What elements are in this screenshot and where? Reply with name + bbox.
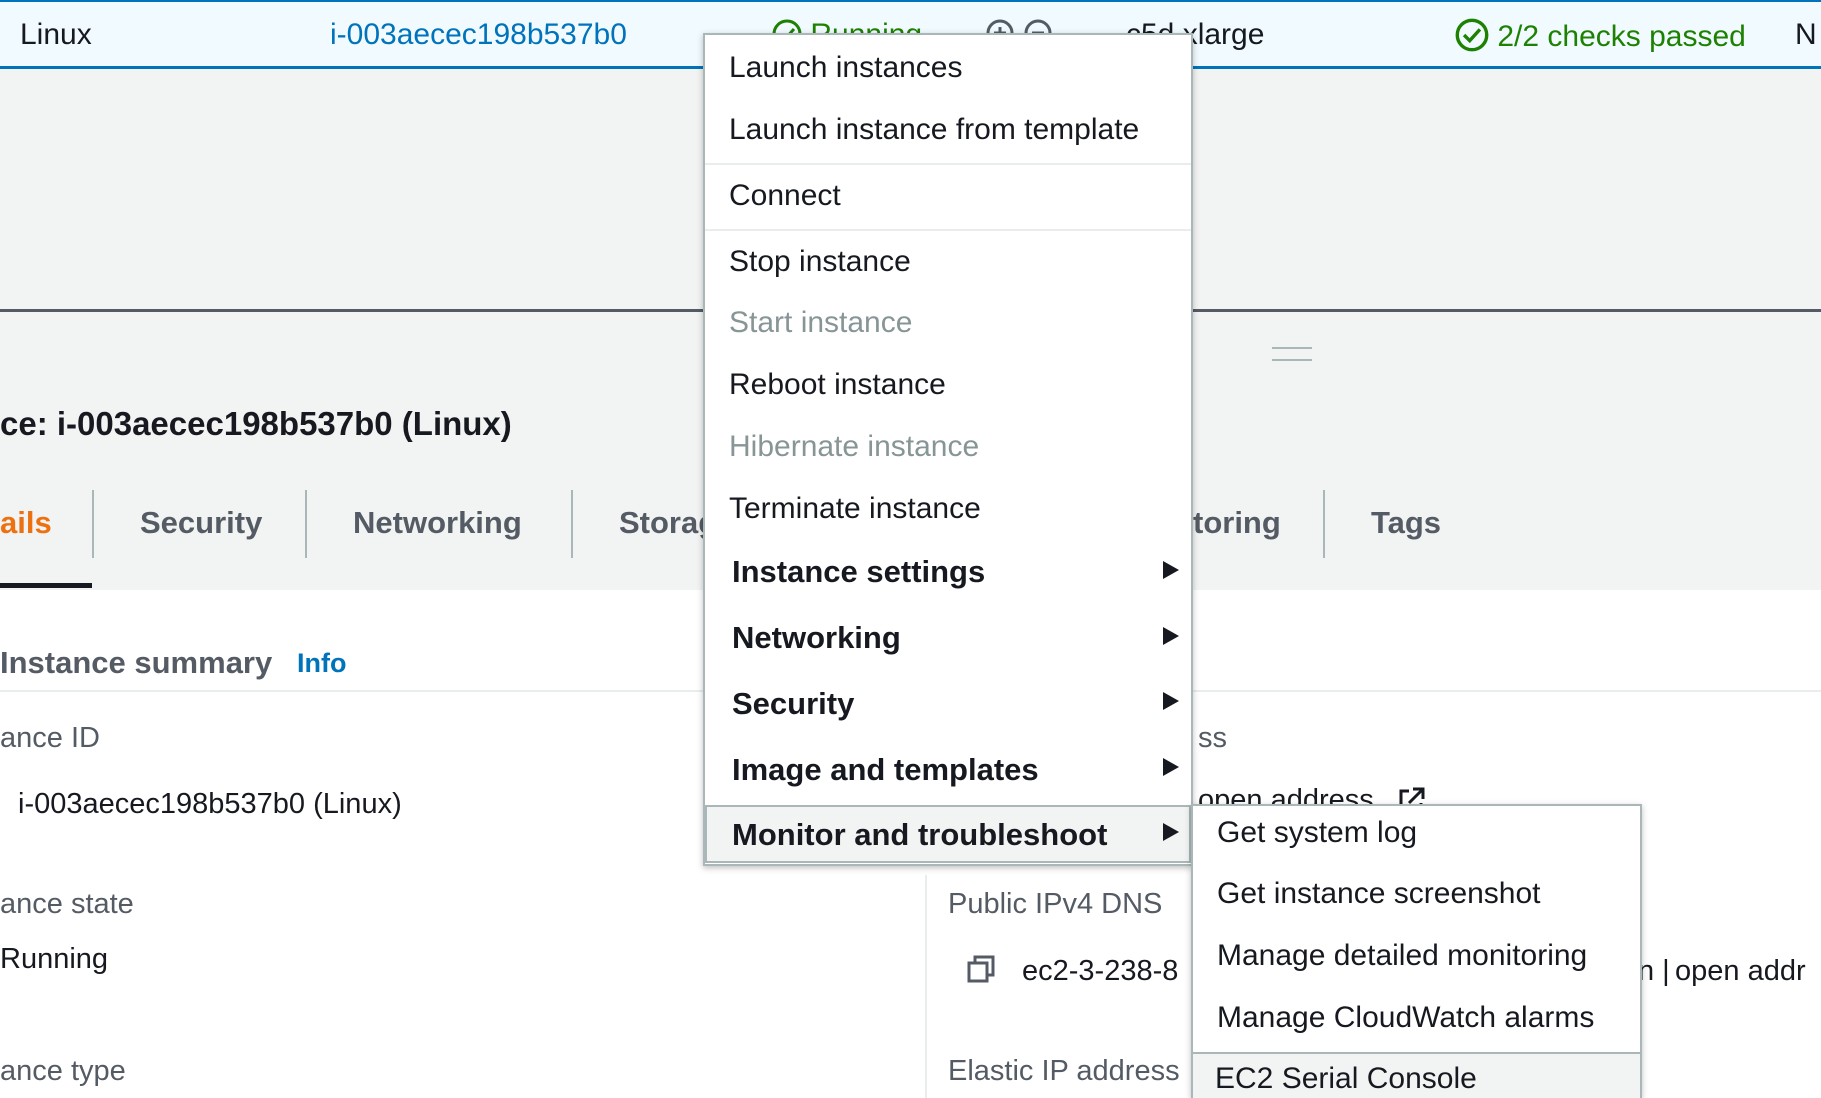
tab-tags[interactable]: Tags <box>1371 505 1442 540</box>
active-tab-indicator <box>0 583 92 588</box>
menu-divider <box>705 163 1191 165</box>
submenu-arrow-icon <box>1163 627 1179 645</box>
public-dns-label: Public IPv4 DNS <box>948 888 1163 920</box>
instance-state-value: Running <box>0 943 109 975</box>
split-panel-drag-handle[interactable] <box>1272 347 1312 361</box>
tab-divider <box>571 490 573 558</box>
tab-networking[interactable]: Networking <box>353 505 522 540</box>
submenu-item-manage-cloudwatch-alarms[interactable]: Manage CloudWatch alarms <box>1217 1001 1595 1034</box>
details-panel-title: ce: i-003aecec198b537b0 (Linux) <box>0 405 512 442</box>
menu-item-launch-instances[interactable]: Launch instances <box>729 51 963 84</box>
menu-item-monitor-and-troubleshoot[interactable]: Monitor and troubleshoot <box>705 805 1191 863</box>
menu-item-start-instance: Start instance <box>729 306 913 339</box>
menu-item-terminate-instance[interactable]: Terminate instance <box>729 492 981 525</box>
menu-item-stop-instance[interactable]: Stop instance <box>729 245 911 278</box>
column-divider <box>925 875 927 1098</box>
submenu-item-get-system-log[interactable]: Get system log <box>1217 816 1418 849</box>
submenu-item-ec2-serial-console[interactable]: EC2 Serial Console <box>1191 1052 1642 1098</box>
submenu-arrow-icon <box>1163 823 1179 841</box>
instance-summary-heading: Instance summary <box>0 645 273 680</box>
submenu-item-get-instance-screenshot[interactable]: Get instance screenshot <box>1217 877 1541 910</box>
menu-item-instance-settings[interactable]: Instance settings <box>732 554 986 589</box>
check-circle-icon <box>1455 18 1489 52</box>
public-ip-label: ss <box>1198 722 1227 754</box>
submenu-arrow-icon <box>1163 758 1179 776</box>
tab-divider <box>305 490 307 558</box>
tab-monitoring[interactable]: toring <box>1193 505 1281 540</box>
tab-details[interactable]: ails <box>0 505 52 540</box>
instance-id-value: i-003aecec198b537b0 (Linux) <box>18 788 402 820</box>
status-check-text: 2/2 checks passed <box>1497 20 1746 53</box>
instance-id-link[interactable]: i-003aecec198b537b0 <box>330 18 627 51</box>
submenu-arrow-icon <box>1163 692 1179 710</box>
elastic-ip-label: Elastic IP address <box>948 1055 1180 1087</box>
submenu-item-ec2-serial-console-label: EC2 Serial Console <box>1215 1062 1477 1095</box>
tab-storage[interactable]: Storag <box>619 505 718 540</box>
menu-divider <box>705 229 1191 231</box>
public-dns-separator: n | <box>1638 955 1670 987</box>
public-dns-value: ec2-3-238-8 <box>1022 955 1179 987</box>
tab-divider <box>92 490 94 558</box>
menu-item-reboot-instance[interactable]: Reboot instance <box>729 368 946 401</box>
open-address-link-2[interactable]: open addr <box>1675 955 1806 987</box>
menu-item-launch-from-template[interactable]: Launch instance from template <box>729 113 1140 146</box>
info-link[interactable]: Info <box>297 648 347 678</box>
tab-security[interactable]: Security <box>140 505 263 540</box>
instance-id-label: ance ID <box>0 722 100 754</box>
actions-dropdown-menu: Launch instances Launch instance from te… <box>703 33 1193 866</box>
menu-item-monitor-label: Monitor and troubleshoot <box>732 817 1108 852</box>
submenu-item-manage-detailed-monitoring[interactable]: Manage detailed monitoring <box>1217 939 1588 972</box>
copy-icon[interactable] <box>965 953 997 985</box>
platform-cell: Linux <box>20 18 92 51</box>
submenu-arrow-icon <box>1163 561 1179 579</box>
menu-item-networking[interactable]: Networking <box>732 620 901 655</box>
menu-item-connect[interactable]: Connect <box>729 179 841 212</box>
next-column-cell: N <box>1795 18 1817 51</box>
menu-item-security[interactable]: Security <box>732 686 855 721</box>
status-check-cell[interactable]: 2/2 checks passed <box>1455 18 1746 54</box>
monitor-troubleshoot-submenu: Get system log Get instance screenshot M… <box>1191 804 1642 1098</box>
menu-item-hibernate-instance: Hibernate instance <box>729 430 980 463</box>
instance-state-label: ance state <box>0 888 134 920</box>
instance-type-label: ance type <box>0 1055 126 1087</box>
tab-divider <box>1323 490 1325 558</box>
menu-item-image-and-templates[interactable]: Image and templates <box>732 752 1039 787</box>
